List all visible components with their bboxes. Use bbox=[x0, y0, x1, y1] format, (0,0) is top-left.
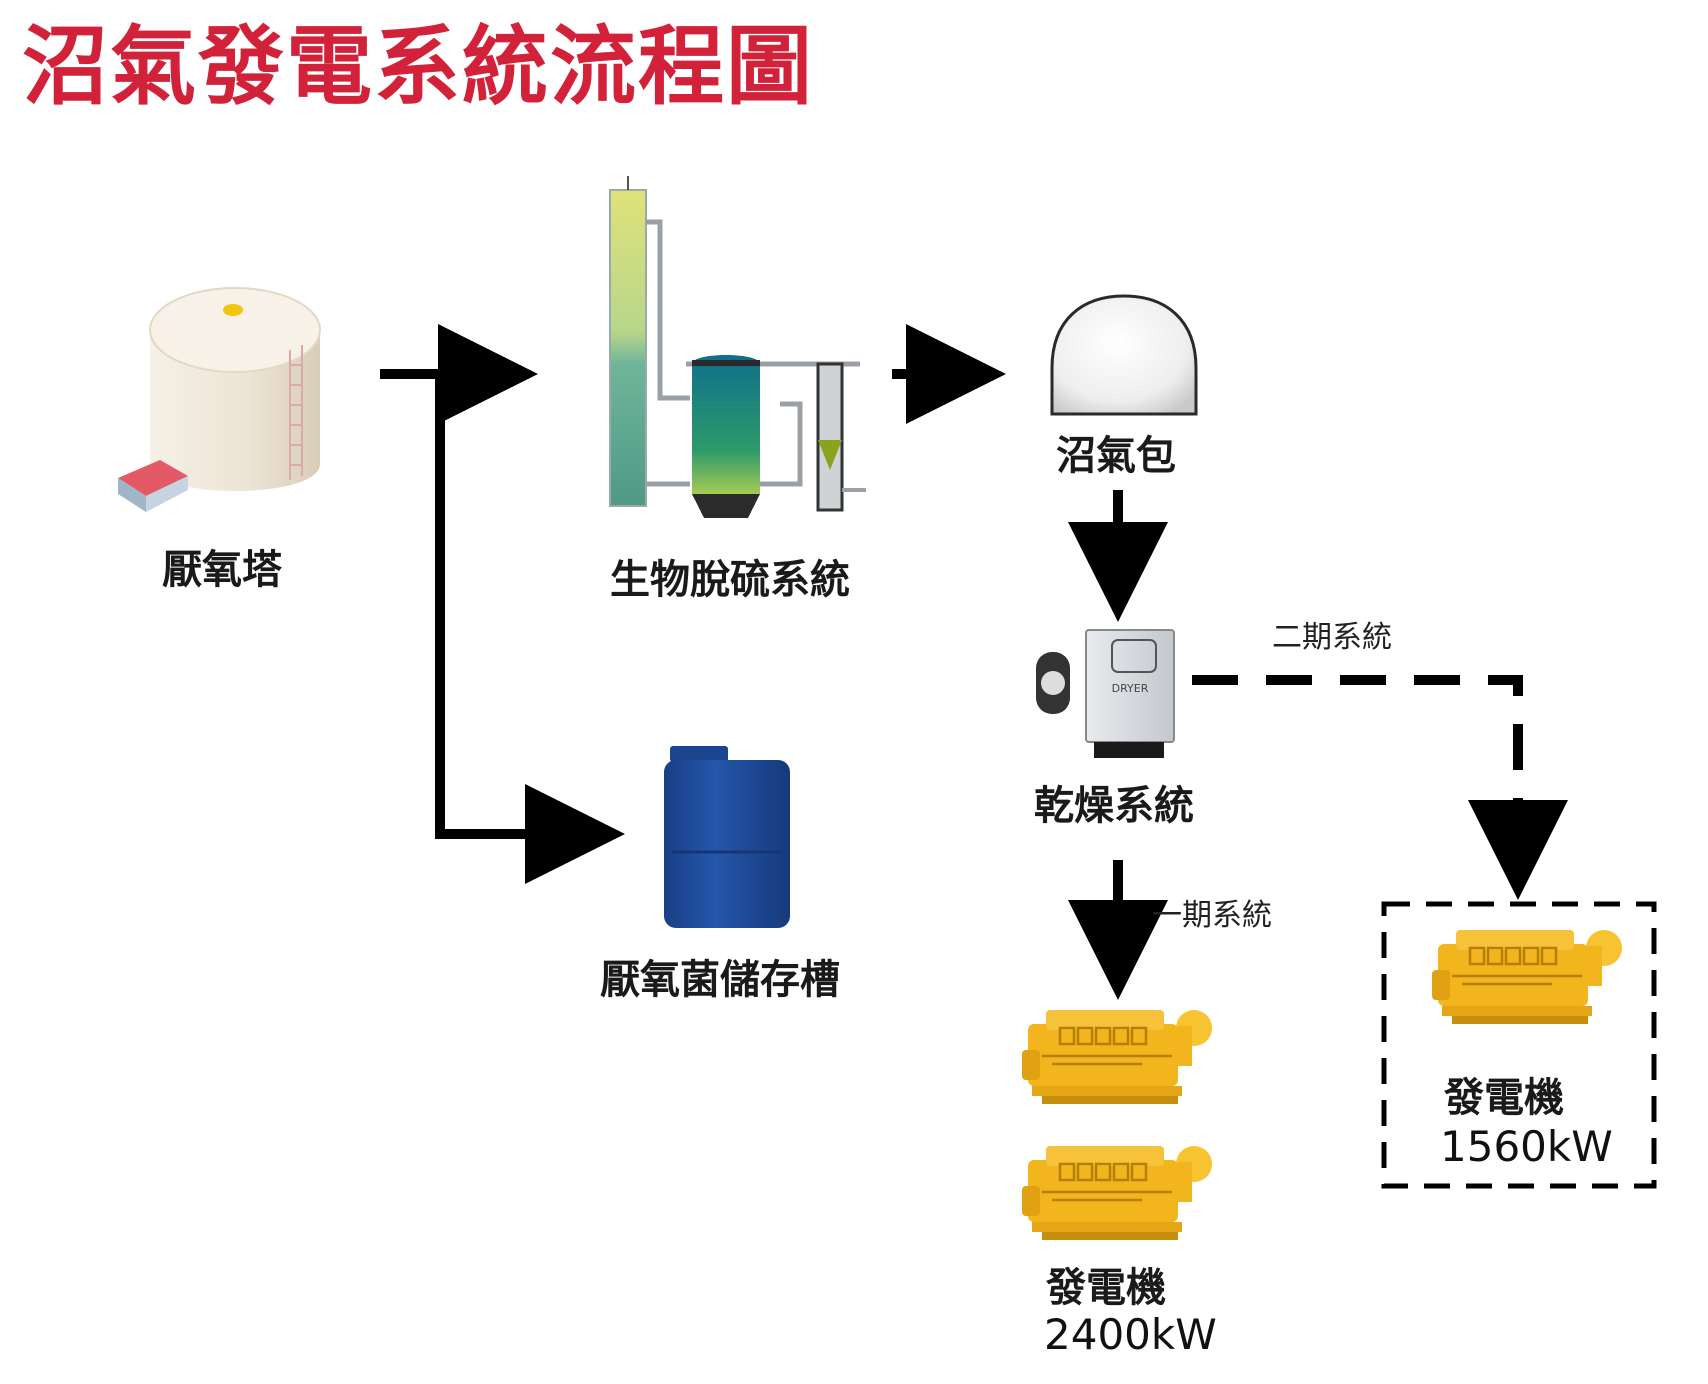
generator-phase2-label: 發電機 bbox=[1444, 1075, 1564, 1121]
anaerobic-tower-image bbox=[118, 287, 321, 512]
page-title: 沼氣發電系統流程圖 bbox=[22, 17, 814, 117]
phase2-generator-box bbox=[1381, 901, 1657, 1189]
anaerobic-tower-label: 厭氧塔 bbox=[162, 547, 282, 593]
arrow-dryer-to-gen2 bbox=[1192, 675, 1568, 900]
generator-phase1-capacity: 2400kW bbox=[1044, 1310, 1217, 1359]
generator-phase1-image-1 bbox=[1020, 1008, 1214, 1106]
bio-desulfurization-label: 生物脫硫系統 bbox=[610, 557, 850, 603]
biogas-bag-image bbox=[1050, 294, 1198, 416]
bacteria-storage-tank-image bbox=[664, 746, 790, 928]
bacteria-storage-label: 厭氧菌儲存槽 bbox=[600, 957, 840, 1003]
arrow-branch-to-storage bbox=[435, 374, 625, 884]
generator-phase2-capacity: 1560kW bbox=[1440, 1122, 1613, 1171]
drying-system-label: 乾燥系統 bbox=[1034, 783, 1194, 829]
generator-phase2-image bbox=[1430, 928, 1624, 1026]
bio-desulfurization-image bbox=[609, 176, 866, 518]
phase1-label: 一期系統 bbox=[1152, 898, 1272, 933]
generator-phase1-image-2 bbox=[1020, 1144, 1214, 1242]
biogas-bag-label: 沼氣包 bbox=[1056, 433, 1176, 479]
drying-system-image bbox=[1036, 629, 1175, 758]
dryer-panel-text: DRYER bbox=[1112, 682, 1149, 695]
generator-phase1-label: 發電機 bbox=[1046, 1265, 1166, 1311]
flow-arrows bbox=[380, 324, 1168, 1000]
phase2-label: 二期系統 bbox=[1272, 620, 1392, 655]
